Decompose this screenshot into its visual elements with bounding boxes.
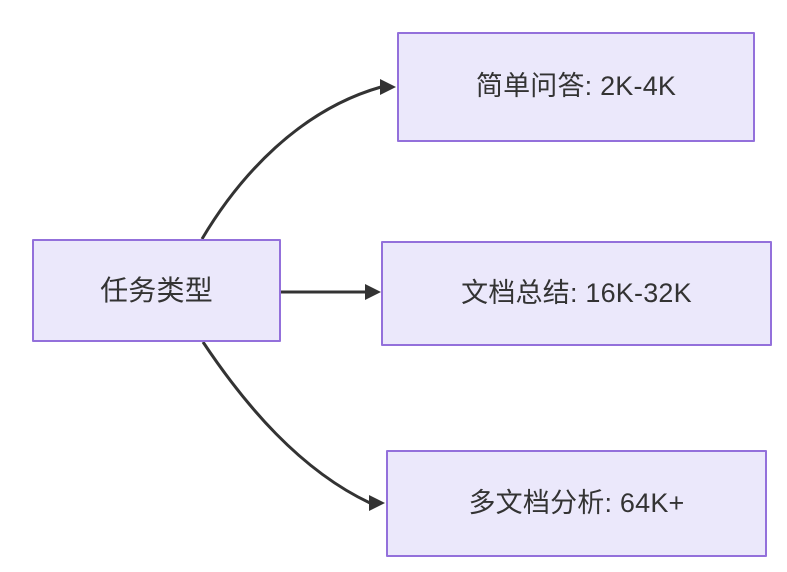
node-doc-summary[interactable]: 文档总结: 16K-32K <box>381 241 772 346</box>
node-simple-qa-label: 简单问答: 2K-4K <box>475 71 677 102</box>
arrowhead-doc-summary <box>365 284 381 300</box>
edge-task-type-to-doc-summary <box>281 284 381 300</box>
edge-path-multi-doc <box>201 341 371 505</box>
arrowhead-multi-doc <box>369 495 385 511</box>
node-simple-qa[interactable]: 简单问答: 2K-4K <box>397 32 755 142</box>
node-task-type-label: 任务类型 <box>100 275 213 306</box>
edge-task-type-to-multi-doc <box>201 341 385 511</box>
edge-task-type-to-simple-qa <box>200 79 396 240</box>
node-doc-summary-label: 文档总结: 16K-32K <box>461 277 692 308</box>
node-task-type[interactable]: 任务类型 <box>32 239 281 342</box>
node-multi-doc-label: 多文档分析: 64K+ <box>468 487 685 518</box>
node-multi-doc[interactable]: 多文档分析: 64K+ <box>386 450 767 557</box>
edge-path-simple-qa <box>200 85 382 240</box>
arrowhead-simple-qa <box>380 79 396 95</box>
